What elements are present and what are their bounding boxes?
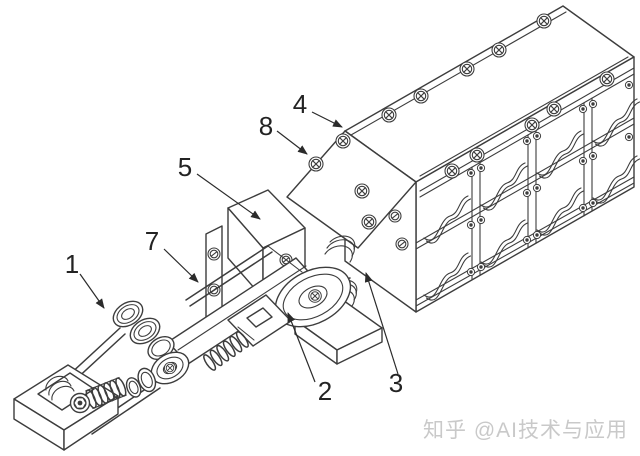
screw-icon [466,267,476,277]
screw-icon [522,235,532,245]
callout-4: 4 [293,89,343,128]
screw-icon [466,220,476,230]
leader-arrow-7 [163,248,199,283]
screw-icon [354,183,370,199]
screw-icon [335,133,351,149]
screw-icon [388,209,402,223]
callouts: 1 7 5 8 4 2 3 [65,89,403,406]
callout-label-1: 1 [65,249,79,279]
top-cover-lip-line [419,56,629,177]
callout-1: 1 [65,249,105,309]
screw-icon [459,61,475,77]
leader-arrow-5 [196,173,261,220]
screw-icon [469,147,485,163]
callout-7: 7 [145,226,199,283]
screw-icon [522,136,532,146]
screw-icon [413,88,429,104]
callout-2: 2 [287,312,332,406]
screw-icon [578,203,588,213]
screw-icon [361,214,377,230]
pad-notch-spring [45,375,75,401]
screw-icon [444,163,460,179]
leader-arrow-1 [79,273,105,309]
screw-icon [308,289,322,303]
screw-icon [381,107,397,123]
watermark: 知乎 @AI技术与应用 [423,419,628,442]
screw-icon [491,42,507,58]
screw-icon [163,361,177,375]
screw-icon [578,104,588,114]
mount-block [205,189,306,323]
screw-icon [207,247,221,261]
screw-icon [532,183,542,193]
callout-label-4: 4 [293,89,307,119]
screw-icon [524,117,540,133]
callout-label-2: 2 [318,376,332,406]
pad-notch [37,372,95,411]
leader-arrow-2 [287,312,316,383]
screw-icon [588,99,598,109]
screw-icon [466,168,476,178]
leader-arrow-4 [311,111,343,128]
screw-icon [476,163,486,173]
screw-icon [536,13,552,29]
screw-icon [476,215,486,225]
leader-arrow-3 [364,272,399,375]
screw-icon [588,151,598,161]
screw-icon [308,156,324,172]
leader-arrow-8 [276,130,308,155]
screw-icon [588,198,598,208]
screw-icon [532,131,542,141]
callout-label-5: 5 [178,152,192,182]
threaded-spring [203,331,249,371]
callout-5: 5 [178,152,261,220]
screw-icon [578,156,588,166]
pad-spring-assembly [69,367,157,414]
callout-label-8: 8 [259,111,273,141]
screw-icon [532,230,542,240]
callout-label-7: 7 [145,226,159,256]
pad-rollers [125,367,157,398]
callout-8: 8 [259,111,308,155]
screw-icon [624,132,634,142]
screw-icon [546,101,562,117]
hex-socket-screw-icon [69,392,91,414]
fingertip-pad [13,364,119,451]
wedge-plate [286,130,417,251]
screw-icon [522,188,532,198]
screw-icon [476,262,486,272]
screw-icon [624,80,634,90]
callout-label-3: 3 [389,368,403,398]
callout-3: 3 [364,272,403,398]
screw-icon [599,71,615,87]
screw-icon [395,237,409,251]
